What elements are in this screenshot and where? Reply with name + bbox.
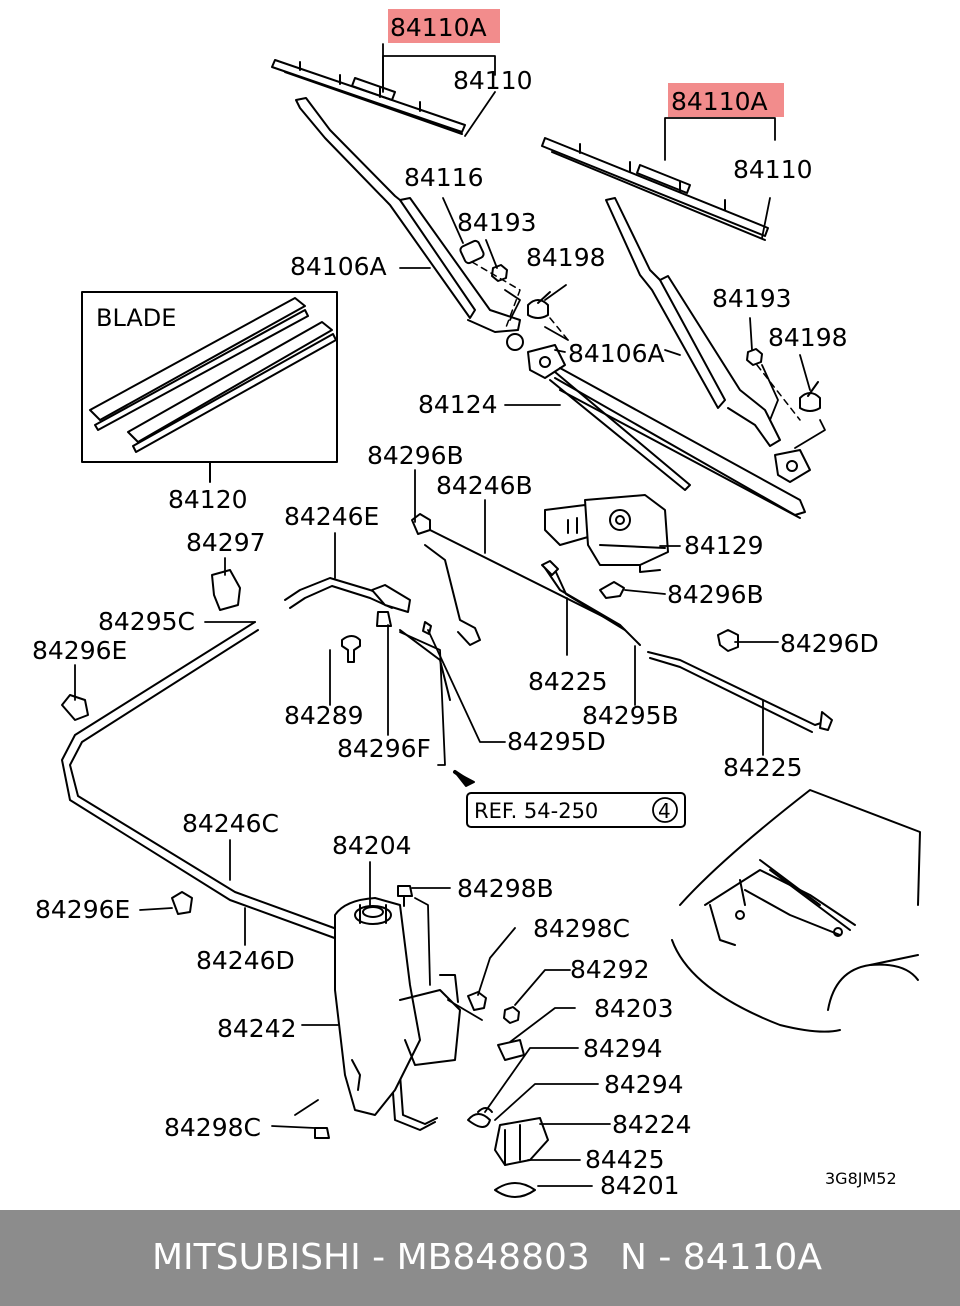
bracket-203-icon xyxy=(497,1039,525,1061)
label-blade-right-a: 84110A xyxy=(671,87,768,116)
label-bracket-203: 84203 xyxy=(594,994,674,1023)
label-arm-right: 84106A xyxy=(568,339,665,368)
grommet-289-icon xyxy=(341,635,361,663)
label-hose-246e: 84246E xyxy=(284,502,379,531)
label-pivot-cap: 84116 xyxy=(404,163,484,192)
label-pump-224: 84224 xyxy=(612,1110,692,1139)
bolt-298c-right-icon xyxy=(467,991,487,1011)
label-hose-246b: 84246B xyxy=(436,471,533,500)
clip-296f-icon xyxy=(376,611,392,627)
label-bolt-298b: 84298B xyxy=(457,874,554,903)
label-hose-246d: 84246D xyxy=(196,946,295,975)
label-blade-left: 84110 xyxy=(453,66,533,95)
ref-num-circle xyxy=(652,797,678,823)
blade-refill-icon xyxy=(89,297,337,453)
leader-lines xyxy=(74,43,826,1187)
label-cap-204: 84204 xyxy=(332,831,412,860)
label-joint-295c: 84295C xyxy=(98,607,195,636)
label-cap-right: 84198 xyxy=(768,323,848,352)
clip-296e-top-icon xyxy=(61,694,89,721)
cap-204-icon xyxy=(362,906,384,918)
pivot-cap-icon xyxy=(459,239,485,265)
label-motor: 84129 xyxy=(684,531,764,560)
label-grommet-289: 84289 xyxy=(284,701,364,730)
label-clip-296e-top: 84296E xyxy=(32,636,127,665)
label-nut-292: 84292 xyxy=(570,955,650,984)
clip-297-icon xyxy=(211,569,241,611)
label-blade-box-title: BLADE xyxy=(96,304,176,332)
label-seal-201: 84201 xyxy=(600,1171,680,1200)
label-joint-295b: 84295B xyxy=(582,701,679,730)
left-wiper-arm xyxy=(295,97,524,351)
washer-hose-top xyxy=(411,513,833,733)
label-nut-right: 84193 xyxy=(712,284,792,313)
pump-224-icon xyxy=(494,1117,549,1166)
label-bolt-298c-left: 84298C xyxy=(164,1113,261,1142)
car-location-inset xyxy=(671,789,921,1033)
label-cap-left: 84198 xyxy=(526,243,606,272)
clip-294-icon xyxy=(467,1107,493,1128)
label-tank-242: 84242 xyxy=(217,1014,297,1043)
parts-diagram: 84110A 84110 84110A 84110 84116 84193 84… xyxy=(32,9,921,1200)
nut-left-icon xyxy=(491,264,508,282)
label-drawing-code: 3G8JM52 xyxy=(825,1169,897,1188)
label-hose-246c: 84246C xyxy=(182,809,279,838)
clip-296b-mid-icon xyxy=(599,581,625,599)
label-hose-225-right: 84225 xyxy=(723,753,803,782)
label-clip-297: 84297 xyxy=(186,528,266,557)
label-blade-refill: 84120 xyxy=(168,485,248,514)
label-blade-left-a: 84110A xyxy=(390,13,487,42)
label-nut-left: 84193 xyxy=(457,208,537,237)
label-linkage: 84124 xyxy=(418,390,498,419)
clip-296e-low-icon xyxy=(171,891,193,915)
highlight-right-84110a xyxy=(668,83,784,117)
cap-right-icon xyxy=(799,392,821,412)
ref-box xyxy=(466,792,686,828)
label-clip-294-a: 84294 xyxy=(583,1034,663,1063)
blade-refill-box xyxy=(81,291,338,463)
wiper-motor-icon xyxy=(544,494,669,573)
label-ref: REF. 54-250 xyxy=(474,799,598,823)
bolt-298b-icon xyxy=(397,885,413,907)
footer-brand-part: MITSUBISHI - MB848803 xyxy=(152,1237,590,1278)
label-clip-296f: 84296F xyxy=(337,734,431,763)
label-arm-left: 84106A xyxy=(290,252,387,281)
bolt-298c-left-icon xyxy=(314,1127,330,1139)
footer-ref-part: N - 84110A xyxy=(620,1237,822,1278)
wiper-linkage xyxy=(527,344,811,519)
label-clip-294-b: 84294 xyxy=(604,1070,684,1099)
washer-tank-icon xyxy=(334,897,461,1116)
label-clip-296b-top: 84296B xyxy=(367,441,464,470)
label-clip-296b-mid: 84296B xyxy=(667,580,764,609)
clip-296d-icon xyxy=(717,629,739,652)
label-bolt-298c-right: 84298C xyxy=(533,914,630,943)
nut-right-icon xyxy=(746,348,763,366)
seal-201-icon xyxy=(494,1182,536,1198)
right-wiper-blade xyxy=(541,137,769,241)
label-hose-225-mid: 84225 xyxy=(528,667,608,696)
label-ref-num: 4 xyxy=(658,799,671,823)
left-wiper-blade xyxy=(271,59,466,135)
dashed-guides xyxy=(471,261,801,421)
footer-bar: MITSUBISHI - MB848803 N - 84110A xyxy=(0,1210,960,1306)
label-blade-right: 84110 xyxy=(733,155,813,184)
label-connector-425: 84425 xyxy=(585,1145,665,1174)
cap-left-icon xyxy=(527,299,549,319)
label-joint-295d: 84295D xyxy=(507,727,606,756)
label-clip-296e-low: 84296E xyxy=(35,895,130,924)
highlight-left-84110a xyxy=(388,9,500,43)
label-clip-296d: 84296D xyxy=(780,629,879,658)
right-wiper-arm xyxy=(605,197,781,447)
nut-292-icon xyxy=(503,1006,520,1024)
